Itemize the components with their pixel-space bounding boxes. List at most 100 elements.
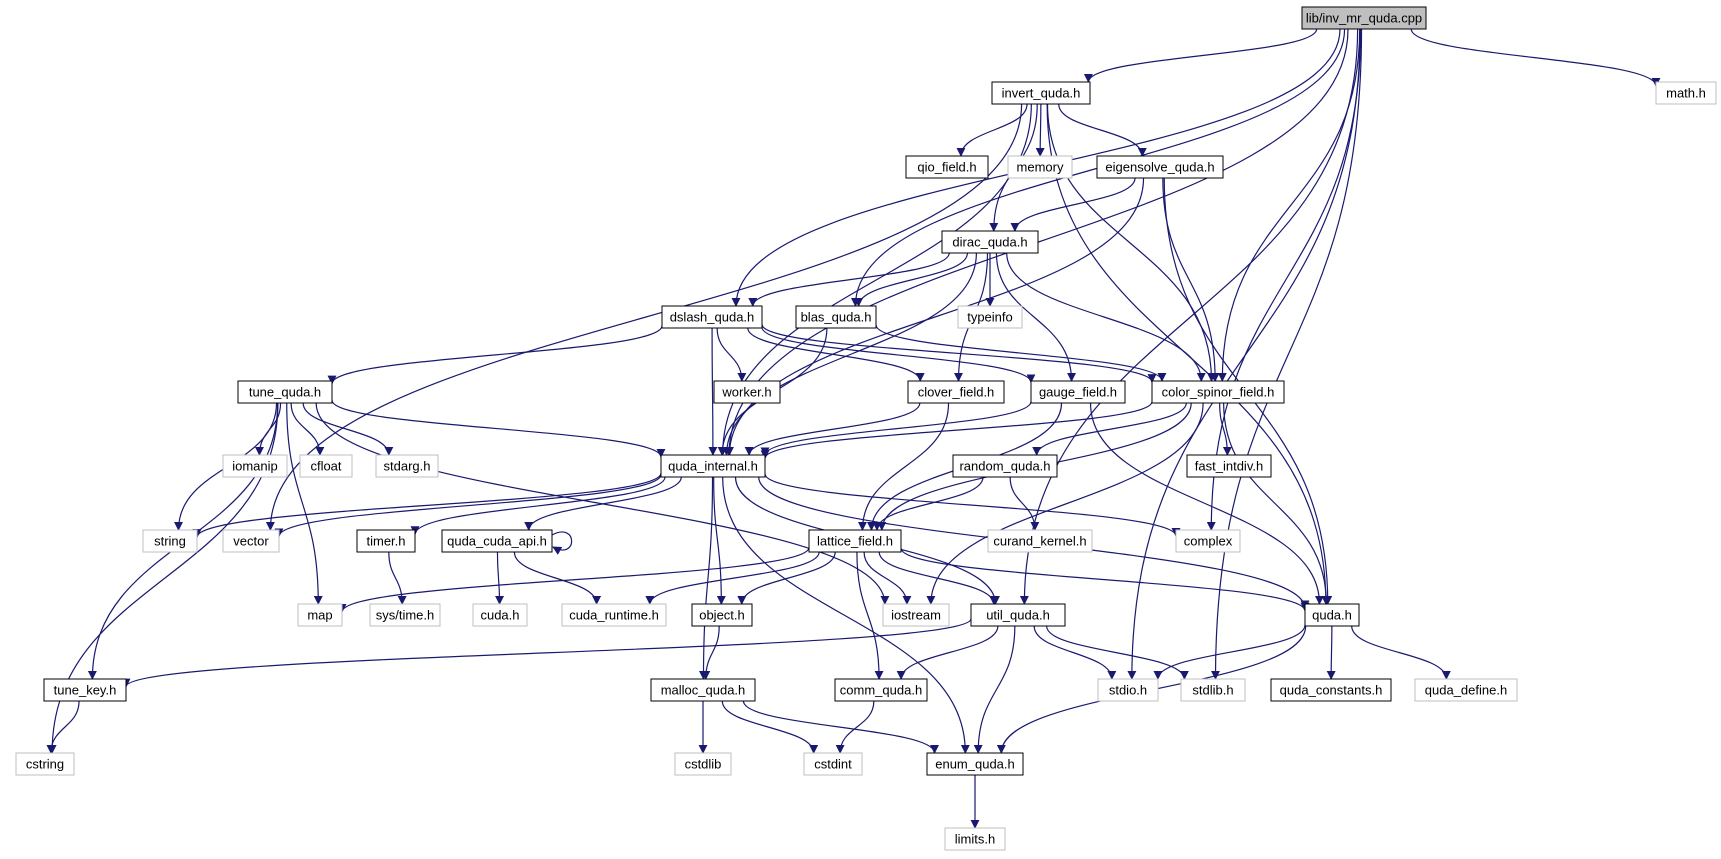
node-box-typeinfo [957,305,1023,329]
edge-color-spinor-field-h-to-quda-internal-h [760,401,1153,460]
edge-quda-h-to-quda-constants-h [1326,625,1336,680]
node-tune-key-h[interactable]: tune_key.h [43,678,127,702]
node-box-color-spinor-field-h [1151,380,1285,404]
edge-tune-quda-h-to-cfloat [290,402,325,456]
node-box-curand-kernel-h [987,529,1093,553]
node-label-gauge-field-h: gauge_field.h [1039,384,1117,399]
node-label-cuda-runtime-h: cuda_runtime.h [569,607,659,622]
node-label-limits-h: limits.h [955,831,995,846]
edge-lattice-field-h-to-quda-h [900,547,1310,612]
node-box-vector [222,529,280,553]
edge-quda-internal-h-to-malloc-quda-h [698,476,714,680]
node-worker-h[interactable]: worker.h [713,380,781,404]
edge-dslash-quda-h-to-tune-quda-h [327,325,663,385]
node-gauge-field-h[interactable]: gauge_field.h [1030,380,1126,404]
node-box-limits-h [944,827,1006,851]
node-eigensolve-quda-h[interactable]: eigensolve_quda.h [1096,155,1224,179]
node-lib-inv-mr-quda-cpp[interactable]: lib/inv_mr_quda.cpp [1301,6,1427,30]
node-label-quda-internal-h: quda_internal.h [668,458,758,473]
node-label-curand-kernel-h: curand_kernel.h [993,533,1086,548]
node-dslash-quda-h[interactable]: dslash_quda.h [661,305,763,329]
edge-gauge-field-h-to-quda-internal-h [760,401,1032,457]
node-box-qio-field-h [905,155,989,179]
node-box-sys-time-h [369,603,441,627]
node-fast-intdiv-h[interactable]: fast_intdiv.h [1186,454,1272,478]
node-label-clover-field-h: clover_field.h [918,384,995,399]
node-random-quda-h[interactable]: random_quda.h [952,454,1058,478]
node-box-eigensolve-quda-h [1096,155,1224,179]
edge-util-quda-h-to-stdio-h [1033,625,1117,680]
node-box-quda-define-h [1414,678,1518,702]
node-malloc-quda-h[interactable]: malloc_quda.h [650,678,756,702]
edge-lattice-field-h-to-object-h [737,551,836,605]
node-invert-quda-h[interactable]: invert_quda.h [991,81,1091,105]
node-dirac-quda-h[interactable]: dirac_quda.h [941,230,1039,254]
node-label-map: map [307,607,332,622]
node-color-spinor-field-h[interactable]: color_spinor_field.h [1151,380,1285,404]
edge-quda-h-to-stdio-h [1153,624,1306,680]
node-stdarg-h: stdarg.h [375,454,439,478]
node-enum-quda-h[interactable]: enum_quda.h [926,752,1024,776]
node-box-tune-key-h [43,678,127,702]
edge-util-quda-h-to-comm-quda-h [896,625,999,680]
node-box-cstring [15,752,75,776]
node-box-invert-quda-h [991,81,1091,105]
node-util-quda-h[interactable]: util_quda.h [970,603,1066,627]
edge-invert-quda-h-to-vector [265,103,1023,531]
edge-quda-internal-h-to-string [192,472,662,539]
node-quda-constants-h[interactable]: quda_constants.h [1270,678,1392,702]
node-label-iomanip: iomanip [232,458,278,473]
dependency-edges [46,28,1661,829]
edge-invert-quda-h-to-eigensolve-quda-h [1058,103,1147,157]
node-label-dslash-quda-h: dslash_quda.h [670,309,755,324]
edge-eigensolve-quda-h-to-color-spinor-field-h [1162,177,1220,382]
node-box-iomanip [222,454,288,478]
edge-quda-internal-h-to-complex [764,473,1181,538]
node-label-random-quda-h: random_quda.h [959,458,1050,473]
node-box-dslash-quda-h [661,305,763,329]
edge-quda-h-to-quda-define-h [1351,625,1451,680]
node-stdio-h: stdio.h [1097,678,1159,702]
node-object-h[interactable]: object.h [691,603,753,627]
node-box-lib-inv-mr-quda-cpp [1301,6,1427,30]
node-vector: vector [222,529,280,553]
node-tune-quda-h[interactable]: tune_quda.h [237,380,333,404]
edge-invert-quda-h-to-memory [1035,103,1045,157]
edge-dslash-quda-h-to-gauge-field-h [761,327,1036,384]
edge-invert-quda-h-to-qio-field-h [956,103,1028,157]
node-label-stdio-h: stdio.h [1109,682,1147,697]
node-box-timer-h [356,529,416,553]
node-label-tune-key-h: tune_key.h [54,682,117,697]
node-blas-quda-h[interactable]: blas_quda.h [795,305,877,329]
node-box-memory [1007,155,1073,179]
node-quda-h[interactable]: quda.h [1304,603,1360,627]
node-cstdint: cstdint [803,752,863,776]
node-iostream: iostream [882,603,950,627]
edge-color-spinor-field-h-to-random-quda-h [1032,402,1187,456]
node-quda-internal-h[interactable]: quda_internal.h [660,454,766,478]
node-quda-cuda-api-h[interactable]: quda_cuda_api.h [441,529,553,553]
edge-dirac-quda-h-to-gauge-field-h [995,252,1077,382]
node-lattice-field-h[interactable]: lattice_field.h [808,529,902,553]
node-label-lattice-field-h: lattice_field.h [817,533,893,548]
node-label-cstring: cstring [26,756,64,771]
node-timer-h[interactable]: timer.h [356,529,416,553]
node-label-dirac-quda-h: dirac_quda.h [952,234,1027,249]
node-typeinfo: typeinfo [957,305,1023,329]
node-qio-field-h[interactable]: qio_field.h [905,155,989,179]
node-comm-quda-h[interactable]: comm_quda.h [834,678,928,702]
node-clover-field-h[interactable]: clover_field.h [907,380,1005,404]
node-iomanip: iomanip [222,454,288,478]
node-label-enum-quda-h: enum_quda.h [935,756,1015,771]
edge-util-quda-h-to-enum-quda-h [973,625,1016,754]
edge-lattice-field-h-to-comm-quda-h [856,551,884,680]
edge-malloc-quda-h-to-cstdint [721,700,819,754]
node-box-stdio-h [1097,678,1159,702]
edge-gauge-field-h-to-quda-h [1089,402,1324,605]
node-label-sys-time-h: sys/time.h [376,607,435,622]
node-box-object-h [691,603,753,627]
node-box-comm-quda-h [834,678,928,702]
node-label-vector: vector [233,533,269,548]
node-cuda-h: cuda.h [472,603,528,627]
